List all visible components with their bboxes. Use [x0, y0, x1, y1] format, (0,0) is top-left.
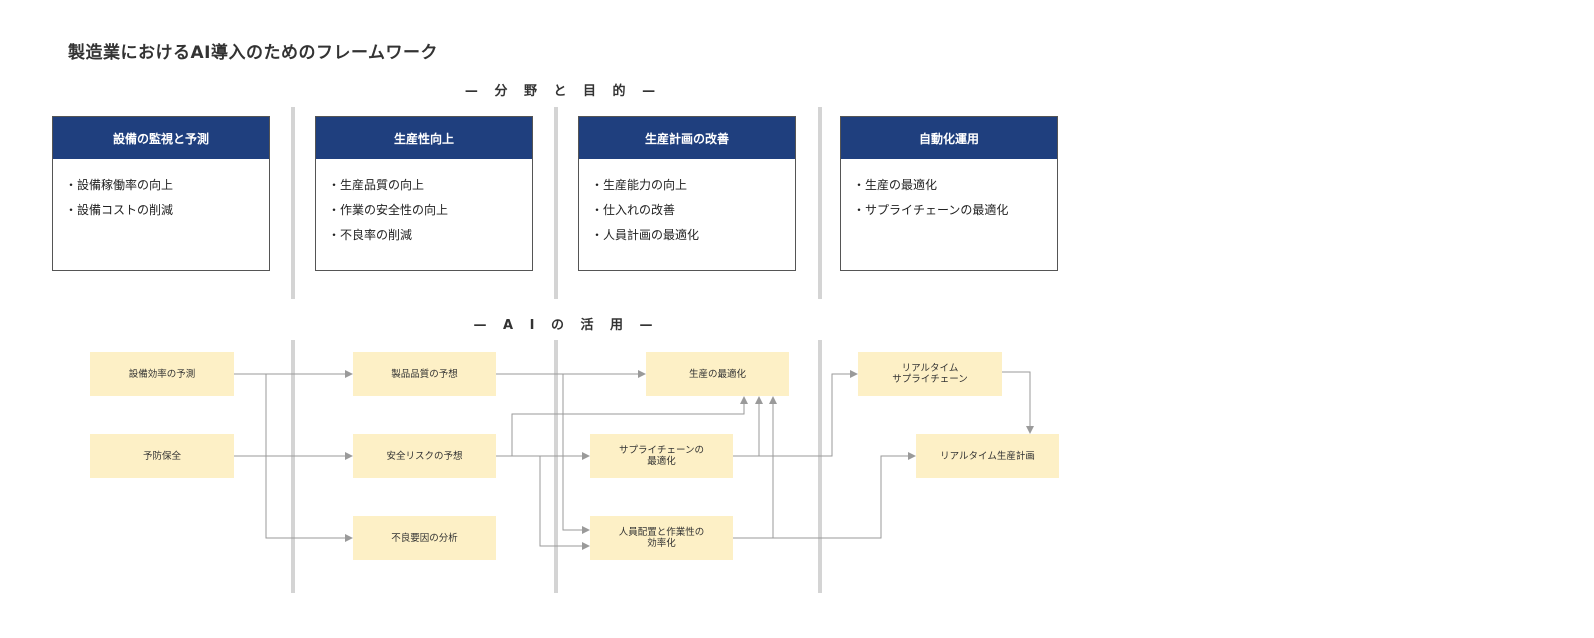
field-heading: 自動化運用: [841, 117, 1057, 159]
node-supply-chain-optimization: サプライチェーンの 最適化: [590, 434, 733, 478]
field-goal-list: 設備稼働率の向上 設備コストの削減: [53, 159, 269, 227]
field-goal-list: 生産の最適化 サプライチェーンの最適化: [841, 159, 1057, 227]
flow-arrow: [265, 374, 353, 542]
field-card-productivity: 生産性向上 生産品質の向上 作業の安全性の向上 不良率の削減: [315, 116, 533, 271]
node-defect-cause-analysis: 不良要因の分析: [353, 516, 496, 560]
flow-arrow: [1002, 371, 1034, 434]
node-realtime-supply-chain: リアルタイム サプライチェーン: [858, 352, 1002, 396]
node-production-optimization: 生産の最適化: [646, 352, 789, 396]
field-card-automation: 自動化運用 生産の最適化 サプライチェーンの最適化: [840, 116, 1058, 271]
divider-1-bottom: [291, 340, 295, 593]
node-equipment-efficiency-prediction: 設備効率の予測: [90, 352, 234, 396]
node-staffing-efficiency: 人員配置と作業性の 効率化: [590, 516, 733, 560]
field-goal-item: サプライチェーンの最適化: [853, 202, 1057, 227]
divider-3-top: [818, 107, 822, 299]
field-goal-list: 生産品質の向上 作業の安全性の向上 不良率の削減: [316, 159, 532, 252]
field-goal-item: 生産能力の向上: [591, 177, 795, 202]
flow-arrow: [511, 396, 748, 456]
node-realtime-production-planning: リアルタイム生産計画: [916, 434, 1059, 478]
section-title-ai: — A I の 活 用 —: [473, 318, 659, 333]
node-product-quality-prediction: 製品品質の予想: [353, 352, 496, 396]
field-goal-item: 設備稼働率の向上: [65, 177, 269, 202]
field-card-planning: 生産計画の改善 生産能力の向上 仕入れの改善 人員計画の最適化: [578, 116, 796, 271]
flow-arrow: [562, 374, 590, 534]
divider-2-bottom: [554, 340, 558, 593]
divider-1-top: [291, 107, 295, 299]
divider-2-top: [554, 107, 558, 299]
field-card-equipment: 設備の監視と予測 設備稼働率の向上 設備コストの削減: [52, 116, 270, 271]
flow-arrow: [733, 370, 858, 457]
flow-arrow: [733, 452, 916, 539]
node-safety-risk-prediction: 安全リスクの予想: [353, 434, 496, 478]
field-goal-item: 作業の安全性の向上: [328, 202, 532, 227]
divider-3-bottom: [818, 340, 822, 593]
page-title: 製造業におけるAI導入のためのフレームワーク: [68, 43, 438, 63]
field-goal-item: 生産の最適化: [853, 177, 1057, 202]
field-heading: 生産計画の改善: [579, 117, 795, 159]
field-heading: 設備の監視と予測: [53, 117, 269, 159]
field-goal-item: 不良率の削減: [328, 227, 532, 252]
section-title-fields: — 分 野 と 目 的 —: [464, 84, 662, 99]
field-goal-item: 人員計画の最適化: [591, 227, 795, 252]
field-goal-item: 生産品質の向上: [328, 177, 532, 202]
field-goal-item: 設備コストの削減: [65, 202, 269, 227]
field-goal-item: 仕入れの改善: [591, 202, 795, 227]
node-preventive-maintenance: 予防保全: [90, 434, 234, 478]
field-heading: 生産性向上: [316, 117, 532, 159]
flow-arrow: [539, 456, 590, 550]
field-goal-list: 生産能力の向上 仕入れの改善 人員計画の最適化: [579, 159, 795, 252]
